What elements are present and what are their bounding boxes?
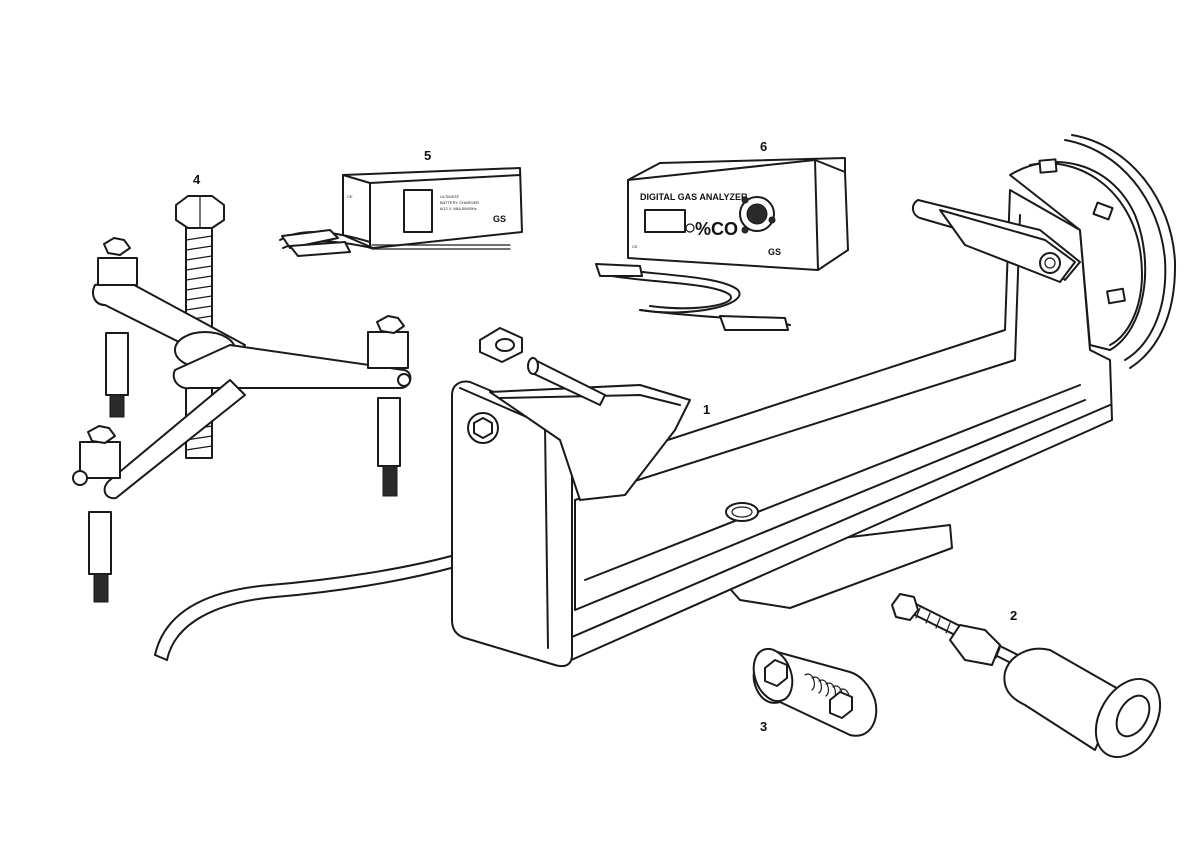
holder-frame-hole-inner xyxy=(731,506,753,518)
separator-arm-lower-left xyxy=(103,379,246,500)
callout-4: 4 xyxy=(193,172,201,187)
charger-label-line1: ULTIMATE xyxy=(440,194,460,199)
analyzer-clamp-2 xyxy=(719,315,789,331)
holder-frame-inner-bottom xyxy=(574,399,1086,611)
battery-charger: CE ULTIMATE BATTERY CHARGER 6/12 V 4/8A … xyxy=(279,167,523,257)
holder-frame-hole xyxy=(725,502,759,522)
holder-nut xyxy=(479,327,523,363)
callout-2: 2 xyxy=(1010,608,1017,623)
holder-base-plate xyxy=(699,524,953,609)
engine-holder-stand xyxy=(154,134,1177,668)
separator-leg-ul-cap xyxy=(97,257,138,286)
puller-cup xyxy=(1094,678,1162,758)
separator-leg-ll-thread xyxy=(93,573,109,603)
analyzer-led xyxy=(685,223,695,233)
crankcase-separator xyxy=(72,195,412,603)
holder-frame-rib xyxy=(584,384,1081,581)
holder-front-block xyxy=(451,380,573,668)
holder-front-block-side-edge xyxy=(544,424,549,649)
puller-tool xyxy=(891,593,1162,758)
gas-analyzer: DIGITAL GAS ANALYZER %CO CE GS xyxy=(595,157,849,331)
analyzer-clamp-1 xyxy=(595,263,643,277)
coupling-right-nut xyxy=(829,691,853,719)
analyzer-cable-1 xyxy=(609,267,741,314)
charger-label-line3: 6/12 V 4/8A 50/60Hz xyxy=(440,206,477,211)
holder-pin xyxy=(527,357,606,406)
separator-leg-ll-cap xyxy=(79,441,121,479)
holder-clamp-jaw-edge xyxy=(499,394,681,406)
charger-ce-mark: CE xyxy=(347,194,353,199)
holder-hex-socket xyxy=(473,417,493,439)
holder-hex-socket-ring xyxy=(467,412,499,444)
holder-cable xyxy=(154,554,456,656)
charger-clamp-1 xyxy=(281,229,339,249)
callout-3: 3 xyxy=(760,719,767,734)
puller-mid-nut xyxy=(949,624,1001,666)
separator-leg-ul-thread xyxy=(109,394,125,418)
holder-cable-end xyxy=(154,654,168,661)
holder-frame-lower-lip xyxy=(564,404,1111,641)
coupling-sleeve xyxy=(752,647,878,737)
holder-cable-outer xyxy=(166,566,456,661)
analyzer-display xyxy=(644,209,686,233)
callout-1: 1 xyxy=(703,402,710,417)
coupling-left-nut xyxy=(764,659,788,687)
analyzer-cable-2 xyxy=(611,275,732,310)
separator-leg-right-rod xyxy=(377,397,401,467)
charger-brand-logo: GS xyxy=(493,214,506,224)
callout-5: 5 xyxy=(424,148,431,163)
holder-clamp-jaw xyxy=(489,384,691,501)
analyzer-ce-mark: CE xyxy=(632,244,638,249)
holder-rear-ring-mount xyxy=(912,134,1177,369)
separator-leg-ll-rod xyxy=(88,511,112,575)
analyzer-co-label: %CO xyxy=(695,219,738,239)
puller-end-nut xyxy=(891,593,919,621)
separator-leg-ul-rod xyxy=(105,332,129,396)
separator-leg-right-thread xyxy=(382,465,398,497)
separator-leg-right-cap xyxy=(367,331,409,369)
analyzer-title: DIGITAL GAS ANALYZER xyxy=(640,192,748,202)
callout-6: 6 xyxy=(760,139,767,154)
separator-arm-right xyxy=(172,344,412,390)
charger-panel xyxy=(403,189,433,233)
charger-label-line2: BATTERY CHARGER xyxy=(440,200,479,205)
analyzer-brand-logo: GS xyxy=(768,247,781,257)
charger-clamp-2 xyxy=(289,241,351,257)
